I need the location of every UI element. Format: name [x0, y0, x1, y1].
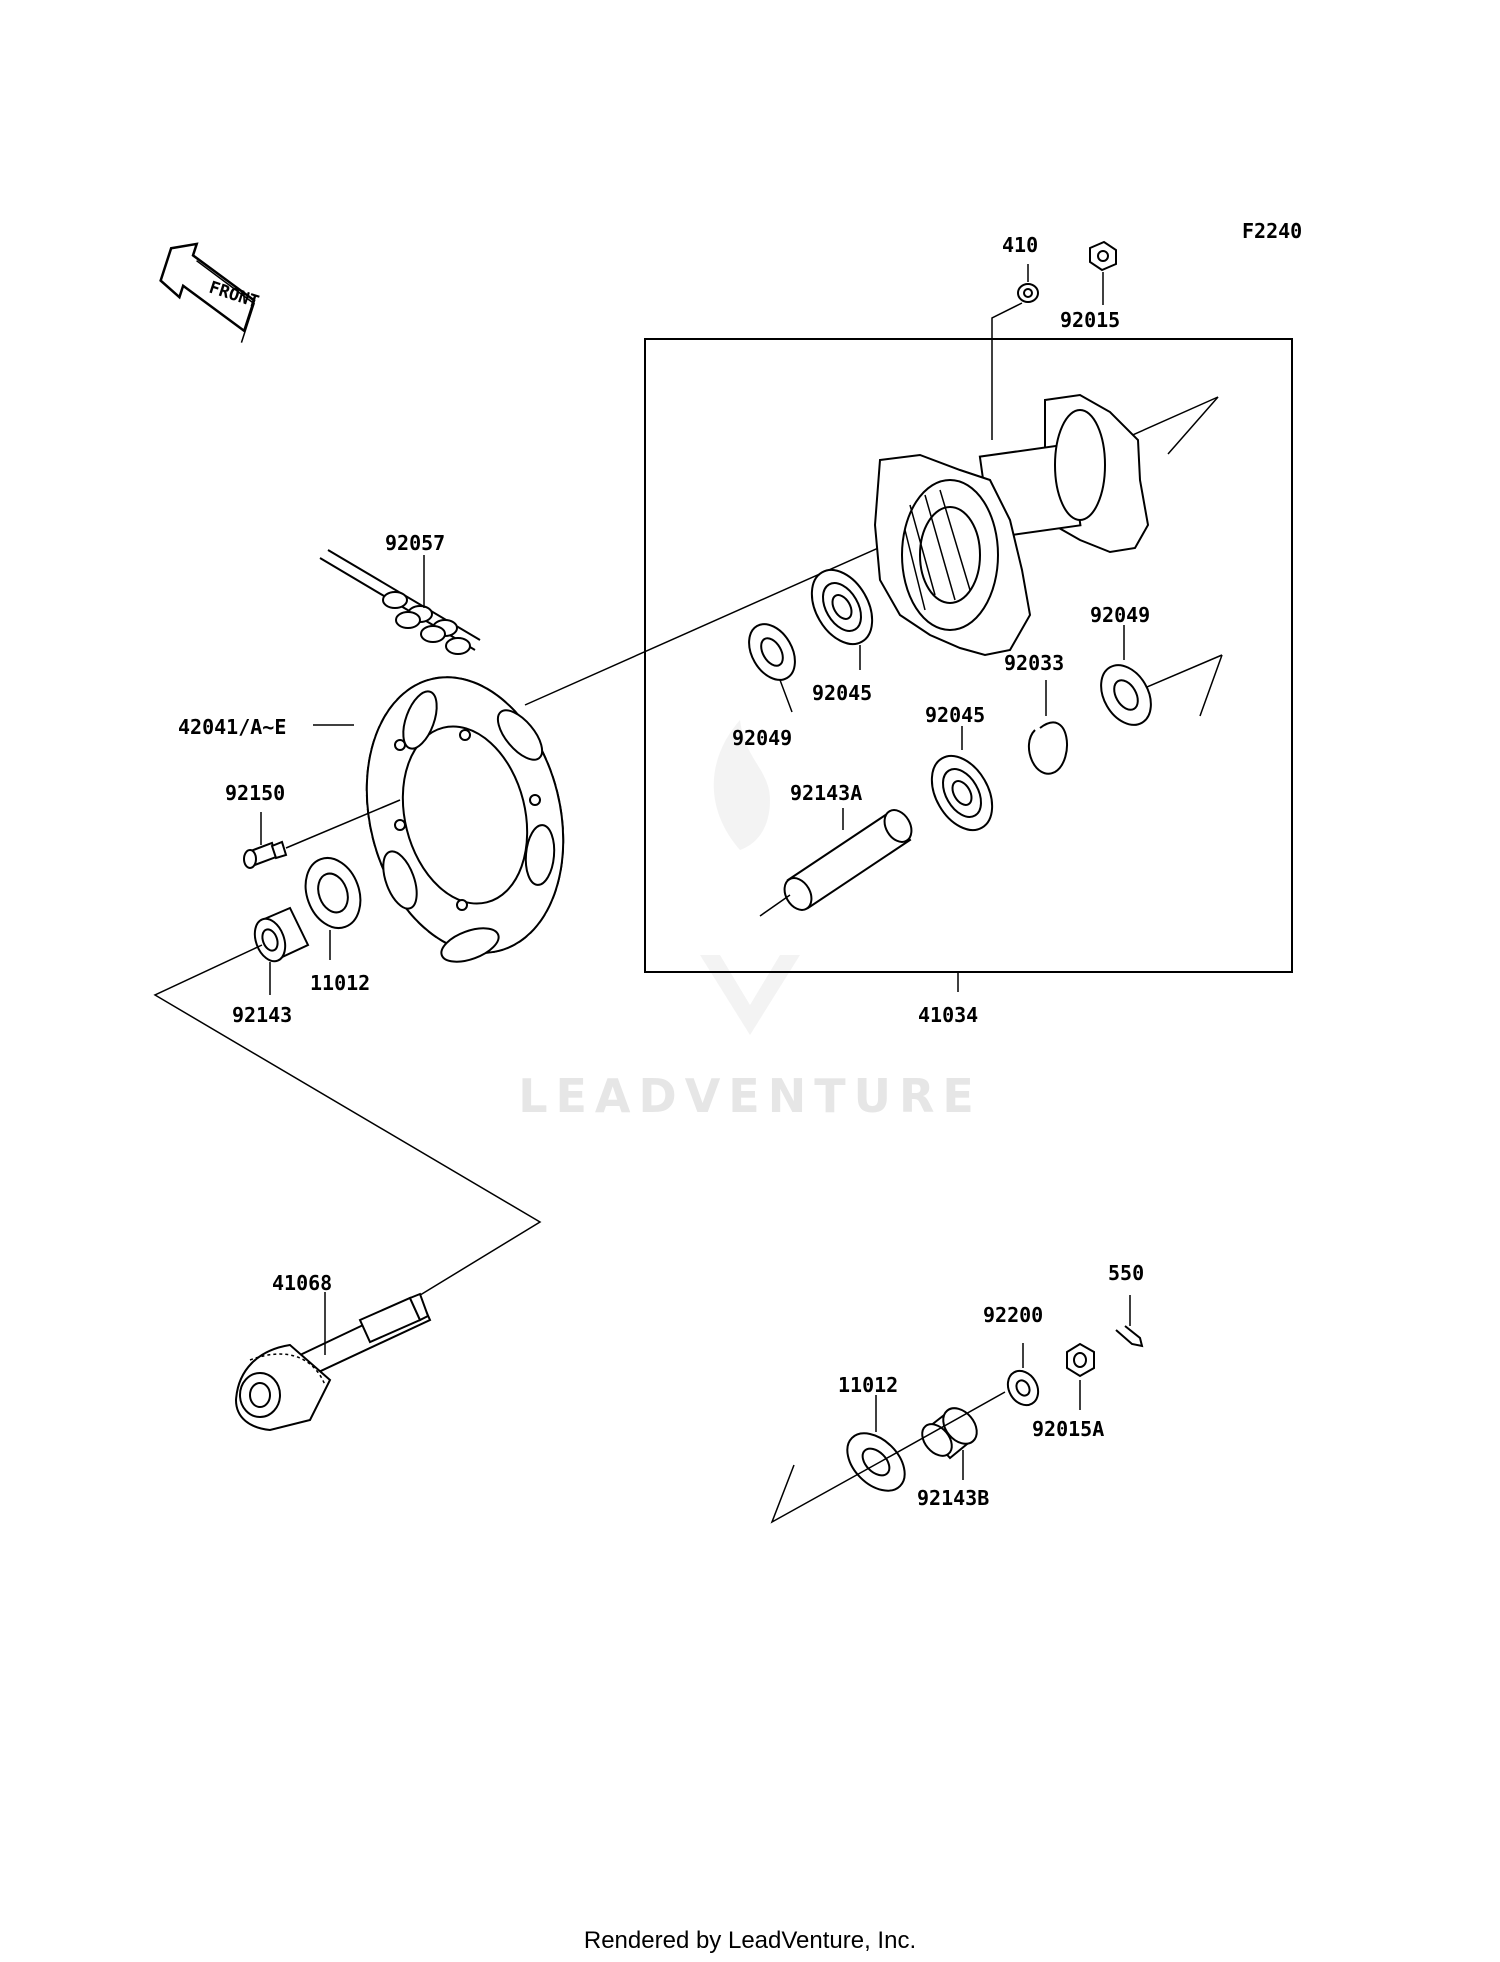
label-92015: 92015 — [1060, 308, 1120, 332]
nut-92015A-icon — [1066, 1342, 1095, 1378]
label-92057: 92057 — [385, 531, 445, 555]
circlip-92033-icon — [1027, 721, 1068, 775]
hub-body-icon — [873, 393, 1150, 657]
label-41068: 41068 — [272, 1271, 332, 1295]
label-11012-left: 11012 — [310, 971, 370, 995]
label-92049-left: 92049 — [732, 726, 792, 750]
axle-41068-icon — [234, 1292, 432, 1432]
label-92200: 92200 — [983, 1303, 1043, 1327]
seal-11012-right-icon — [846, 1432, 906, 1492]
label-92033: 92033 — [1004, 651, 1064, 675]
label-92143A: 92143A — [790, 781, 862, 805]
seal-92049-left-icon — [748, 623, 796, 681]
label-42041: 42041/A~E — [178, 715, 286, 739]
bolt-92150-icon — [243, 840, 288, 869]
label-92143B: 92143B — [917, 1486, 989, 1510]
label-92143: 92143 — [232, 1003, 292, 1027]
chain-92057-icon — [319, 549, 481, 655]
collar-92143B-icon — [921, 1407, 978, 1460]
diagram-code: F2240 — [1242, 219, 1302, 243]
label-550: 550 — [1108, 1261, 1144, 1285]
label-41034: 41034 — [918, 1003, 978, 1027]
front-arrow-icon: FRONT — [159, 242, 261, 343]
collar-92143-icon — [253, 906, 310, 963]
label-92045-lower: 92045 — [925, 703, 985, 727]
watermark-text: LEADVENTURE — [518, 1069, 982, 1123]
bearing-92045-upper-icon — [810, 569, 874, 645]
bearing-92045-lower-icon — [930, 755, 994, 831]
sprocket-42041-icon — [365, 676, 565, 963]
label-92045-upper: 92045 — [812, 681, 872, 705]
cotter-pin-550-icon — [1115, 1325, 1144, 1348]
footer-credit: Rendered by LeadVenture, Inc. — [584, 1927, 916, 1954]
watermark-logo-icon — [700, 720, 800, 1035]
spacer-92143A-icon — [759, 809, 913, 917]
washer-92200-icon — [1006, 1369, 1040, 1407]
label-92015A: 92015A — [1032, 1417, 1104, 1441]
label-92049-right: 92049 — [1090, 603, 1150, 627]
seal-92049-right-icon — [1100, 664, 1152, 726]
hub-assembly-box — [644, 338, 1293, 973]
seal-11012-left-icon — [304, 857, 362, 929]
label-11012-right: 11012 — [838, 1373, 898, 1397]
label-410: 410 — [1002, 233, 1038, 257]
label-92150: 92150 — [225, 781, 285, 805]
